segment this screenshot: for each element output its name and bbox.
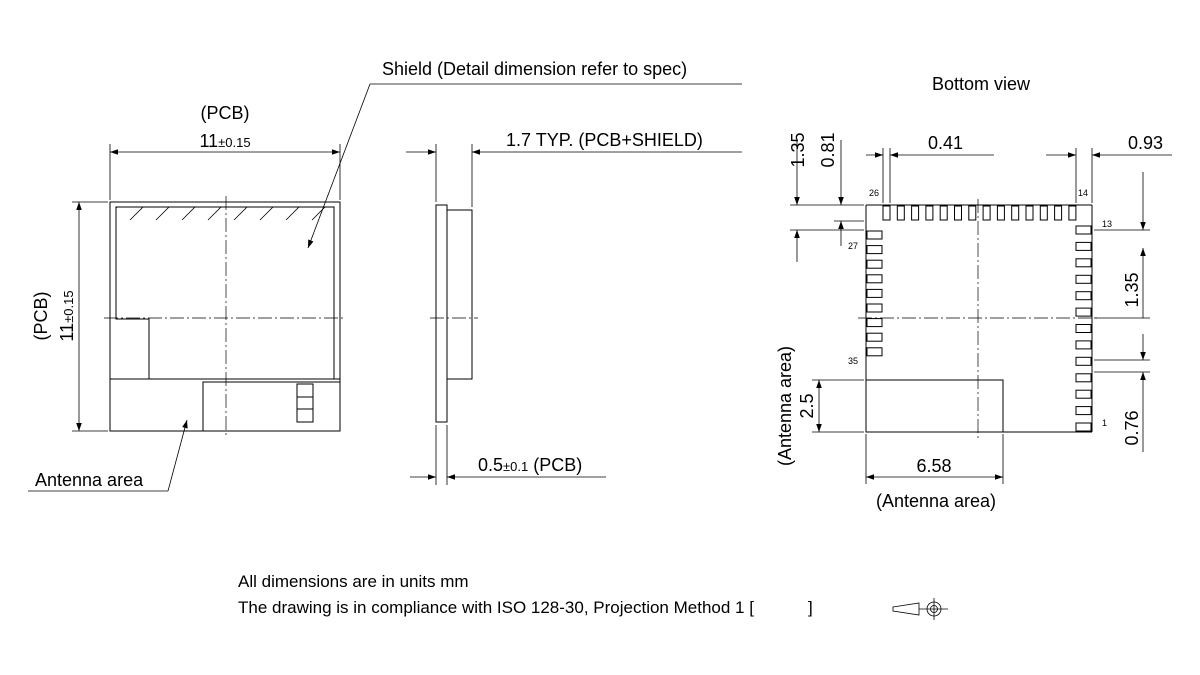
hatch-line (416, 0, 636, 220)
pad-left (866, 245, 883, 255)
dim-1-35-right: 1.35 (1122, 272, 1142, 307)
pad-right (1075, 258, 1092, 268)
dim-0-41: 0.41 (928, 133, 963, 153)
dim-0-76: 0.76 (1122, 410, 1142, 445)
hatch-line (442, 0, 662, 220)
pin-14-label: 14 (1078, 188, 1088, 198)
side-pcb (435, 204, 448, 423)
pin-27-label: 27 (848, 241, 858, 251)
pad-top (982, 205, 991, 221)
hatch-line (155, 207, 334, 221)
hatch-line (338, 0, 558, 220)
pin-26-label: 26 (869, 188, 879, 198)
side-view: 1.7 TYP. (PCB+SHIELD) 0.5±0.1 (PCB) (406, 130, 742, 485)
bottom-view-title: Bottom view (932, 74, 1031, 94)
pad-right (1075, 274, 1092, 284)
height-label: (PCB) (31, 292, 51, 341)
pad-left (866, 274, 883, 284)
dim-6-58: 6.58 (916, 456, 951, 476)
pad-left (866, 303, 883, 313)
total-thickness-label: 1.7 TYP. (PCB+SHIELD) (506, 130, 703, 150)
pad-right (1075, 406, 1092, 416)
hatch-line (311, 207, 334, 221)
pad-left (866, 318, 883, 328)
pad-right (1075, 225, 1092, 235)
hatch-line (468, 0, 688, 220)
shield-leader: Shield (Detail dimension refer to spec) (307, 59, 742, 249)
dim-0-81: 0.81 (818, 132, 838, 167)
height-value: 11±0.15 (57, 290, 77, 341)
hatch-line (233, 207, 334, 221)
shield-hatching (116, 0, 714, 221)
bottom-view: Bottom view 26 14 13 27 35 1 0.41 0.93 (775, 74, 1172, 511)
pad-left (866, 230, 883, 240)
pad-left (866, 288, 883, 298)
pad-top (1054, 205, 1063, 221)
pad-top (954, 205, 962, 221)
dim-0-93: 0.93 (1128, 133, 1163, 153)
hatch-line (364, 0, 584, 220)
pad-right (1075, 291, 1092, 301)
pad-top (1039, 205, 1048, 221)
pin-35-label: 35 (848, 356, 858, 366)
pad-top (968, 205, 977, 221)
antenna-area-outline (865, 379, 1004, 433)
dim-1-35-top: 1.35 (788, 132, 808, 167)
pad-right (1075, 422, 1092, 432)
antenna-leader: Antenna area (28, 419, 188, 492)
pads-top-row (882, 205, 1077, 221)
side-shield (446, 209, 473, 380)
pad-right (1075, 241, 1092, 251)
pad-left (866, 259, 883, 269)
hatch-line (116, 207, 299, 221)
pad-left (866, 332, 883, 342)
antenna-component (296, 383, 314, 423)
pad-top (1025, 205, 1034, 221)
pad-right (1075, 373, 1092, 383)
pcb-thickness-label: 0.5±0.1 (PCB) (478, 455, 582, 475)
width-label: (PCB) (201, 103, 250, 123)
pad-top (939, 205, 948, 221)
pads-left-column (866, 230, 883, 357)
pad-right (1075, 324, 1092, 333)
shield-outline (115, 206, 335, 380)
note-projection: The drawing is in compliance with ISO 12… (238, 598, 813, 617)
pad-top (996, 205, 1005, 221)
dim-2-5: 2.5 (797, 393, 817, 418)
pad-top (1068, 205, 1077, 221)
hatch-line (494, 0, 714, 220)
notes: All dimensions are in units mm The drawi… (238, 572, 948, 620)
hatch-line (285, 207, 334, 221)
pad-top (1011, 205, 1020, 221)
note-units: All dimensions are in units mm (238, 572, 469, 591)
top-view: (PCB) 11±0.15 (PCB) 11±0.15 (31, 0, 714, 437)
antenna-side-label: (Antenna area) (775, 346, 795, 466)
antenna-bottom-label: (Antenna area) (876, 491, 996, 511)
projection-method-symbol-icon (892, 598, 948, 620)
hatch-line (259, 207, 334, 221)
pad-top (911, 205, 920, 221)
pad-right (1075, 340, 1092, 350)
pad-right (1075, 389, 1092, 399)
antenna-area-label: Antenna area (35, 470, 144, 490)
width-value: 11±0.15 (199, 131, 250, 151)
pin-13-label: 13 (1102, 219, 1112, 229)
pads-right-column (1075, 225, 1092, 432)
pad-top (896, 205, 905, 221)
pad-top (882, 205, 891, 221)
pad-top (925, 205, 934, 221)
pad-left (866, 347, 883, 357)
pin-1-label: 1 (1102, 418, 1107, 428)
pad-right (1075, 356, 1092, 366)
antenna-block (202, 381, 341, 432)
pad-right (1075, 307, 1092, 317)
hatch-line (390, 0, 610, 220)
shield-label: Shield (Detail dimension refer to spec) (382, 59, 687, 79)
